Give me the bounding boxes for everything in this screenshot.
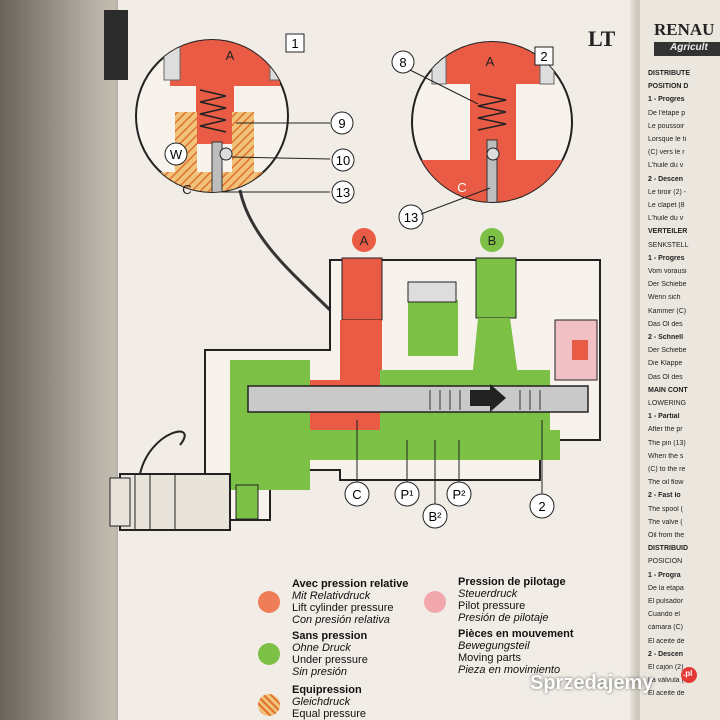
right-page-line: LOWERING — [648, 400, 687, 407]
right-page-line: De l'étape p — [648, 109, 686, 117]
right-page-line: 2 - Fast lo — [648, 492, 681, 500]
svg-text:C: C — [457, 180, 466, 195]
svg-text:13: 13 — [336, 185, 350, 200]
svg-text:10: 10 — [336, 153, 350, 168]
right-page-line: De la etapa — [648, 584, 684, 592]
right-page-line: SENKSTELL — [648, 241, 689, 249]
svg-text:C: C — [182, 182, 191, 197]
svg-text:1: 1 — [291, 36, 298, 51]
svg-text:2: 2 — [538, 499, 545, 514]
detail-circle-2 — [411, 41, 573, 203]
right-page-line: The spool ( — [648, 505, 684, 513]
right-page-line: 1 - Progres — [648, 254, 685, 262]
svg-text:C: C — [352, 487, 361, 502]
box-label-1: 1 — [285, 33, 305, 53]
right-page-line: 1 - Partial — [648, 413, 680, 421]
valve-body — [204, 257, 601, 521]
right-page-line: The oil flow — [648, 479, 684, 487]
right-page-line: Wenn sich — [648, 294, 681, 302]
svg-text:A: A — [226, 48, 235, 63]
svg-text:A: A — [360, 233, 369, 248]
right-page-line: (C) to the re — [648, 466, 686, 473]
svg-text:8: 8 — [399, 55, 406, 70]
right-page-line: Lorsque le ti — [648, 136, 687, 143]
svg-text:2: 2 — [540, 49, 547, 64]
right-page-line: cámara (C) — [648, 624, 684, 632]
right-page-line: Der Schiebe — [648, 281, 687, 289]
watermark-badge — [681, 667, 697, 683]
detail-circle-1 — [135, 39, 289, 193]
right-page-line: The pin (13) — [648, 439, 686, 447]
right-page-line: When the s — [648, 452, 684, 460]
right-page-line: 2 - Descen — [648, 175, 684, 183]
right-page-line: Der Schiebe — [648, 347, 687, 355]
right-page-line: Das Öl des — [648, 320, 683, 328]
watermark: Sprzedajemy — [530, 672, 654, 694]
right-page-line: El aceite de — [648, 690, 685, 698]
brand-logo: RENAU — [654, 20, 715, 39]
right-page-line: Le tiroir (2) - — [648, 188, 687, 196]
right-page-line: (C) vers le r — [648, 149, 685, 157]
left-page-edge — [0, 0, 140, 720]
svg-text:P²: P² — [453, 487, 467, 502]
right-page-line: El pulsador — [648, 598, 684, 605]
svg-text:P¹: P¹ — [401, 487, 415, 502]
right-page-line: The valve ( — [648, 518, 683, 526]
watermark-suffix: .pl — [683, 669, 693, 678]
right-page-line: Le poussoir — [648, 122, 685, 130]
legend-swatch-equal-pressure — [258, 694, 280, 716]
left-fitting — [109, 430, 259, 531]
right-page-line: Oil from the — [648, 532, 685, 539]
right-page-line: 2 - Schnell — [648, 334, 684, 341]
right-page-line: Vom vorausi — [648, 268, 687, 275]
svg-text:B²: B² — [429, 509, 443, 524]
right-page-line: DISTRIBUTE — [648, 70, 690, 77]
right-page-line: El cajón (2) — [648, 664, 684, 671]
leader-line — [238, 189, 332, 312]
svg-text:9: 9 — [338, 116, 345, 131]
legend-swatch-pilot-pressure — [424, 591, 446, 613]
right-page-line: POSICION — [648, 558, 683, 566]
right-page — [640, 0, 720, 720]
right-page-line: L'huile du v — [648, 162, 684, 170]
legend-swatch-relative-pressure — [258, 591, 280, 613]
svg-text:13: 13 — [404, 210, 418, 225]
right-page-line: MAIN CONT — [648, 386, 688, 394]
right-page-line: Die Klappe — [648, 360, 683, 368]
right-page-line: La válvula ( — [648, 677, 684, 685]
svg-text:A: A — [486, 54, 495, 69]
legend-swatch-no-pressure — [258, 643, 280, 665]
page-heading-fragment: LT — [588, 26, 616, 51]
section-tab — [104, 10, 128, 80]
right-page-line: 1 - Progra — [648, 571, 681, 579]
right-page-line: 1 - Progres — [648, 96, 685, 104]
right-page-line: POSITION D — [648, 83, 689, 91]
callouts: W A C 9 10 13 A C 8 13 A B — [164, 48, 555, 529]
right-page-line: El aceite de — [648, 637, 685, 645]
right-page-line: VERTEILER — [648, 228, 688, 236]
right-page-line: DISTRIBUID — [648, 545, 689, 553]
right-page-line: Das Öl des — [648, 373, 683, 381]
right-page-line: Cuando el — [648, 611, 680, 619]
right-page-line: Kammer (C) — [648, 307, 687, 315]
right-page-line: Le clapet (8 — [648, 202, 685, 209]
svg-text:B: B — [488, 233, 497, 248]
right-page-line: L'huile du v — [648, 215, 684, 223]
right-page-line: After the pr — [648, 426, 683, 434]
right-page-line: 2 - Descen — [648, 650, 684, 658]
svg-text:W: W — [170, 147, 183, 162]
box-label-2: 2 — [534, 46, 554, 66]
brand-subtitle: Agricult — [654, 42, 720, 56]
